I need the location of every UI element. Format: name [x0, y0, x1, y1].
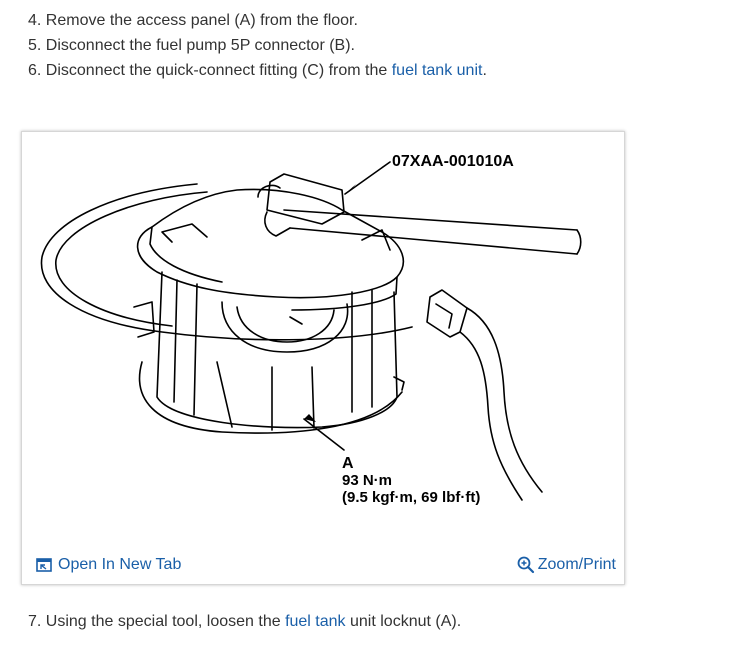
- step-text-end: .: [482, 62, 487, 79]
- tool-leader-line: [344, 161, 391, 195]
- step-6: 6. Disconnect the quick-connect fitting …: [28, 58, 487, 83]
- torque-value-alt: (9.5 kgf·m, 69 lbf·ft): [342, 489, 480, 506]
- callout-leader-line: [303, 418, 345, 451]
- fuel-connector: [426, 289, 468, 338]
- step-number: 5.: [28, 37, 42, 54]
- pump-body: [156, 271, 398, 429]
- open-tab-label: Open In New Tab: [58, 556, 182, 573]
- special-tool-handle: [283, 209, 578, 231]
- locknut-tab-right: [361, 229, 391, 251]
- tank-ring: [138, 361, 403, 434]
- zoom-magnifier-icon: [517, 556, 534, 574]
- zoom-print-link[interactable]: Zoom/Print: [517, 556, 616, 574]
- instruction-steps: 4. Remove the access panel (A) from the …: [28, 8, 487, 83]
- step-text: Disconnect the quick-connect fitting (C)…: [45, 62, 392, 79]
- locknut-plate: [136, 188, 405, 299]
- open-tab-icon: [36, 558, 52, 572]
- fuel-tank-locknut-diagram: 07XAA-001010A A 93 N·m (9.5 kgf·m, 69 lb…: [40, 153, 582, 506]
- step-text: Using the special tool, loosen the: [45, 613, 286, 630]
- step-number: 4.: [28, 12, 42, 29]
- step-number: 6.: [28, 62, 42, 79]
- zoom-print-label: Zoom/Print: [537, 556, 616, 573]
- callout-letter-a: A: [342, 455, 354, 472]
- step-text: Remove the access panel (A) from the flo…: [45, 12, 358, 29]
- floor-opening-outline-inner: [55, 191, 208, 327]
- open-in-new-tab-link[interactable]: Open In New Tab: [36, 556, 181, 574]
- tool-code-label: 07XAA-001010A: [392, 153, 514, 170]
- special-tool-head: [266, 173, 345, 225]
- step-text: Disconnect the fuel pump 5P connector (B…: [45, 37, 355, 54]
- figure-container: 07XAA-001010A A 93 N·m (9.5 kgf·m, 69 lb…: [21, 131, 625, 585]
- step-5: 5. Disconnect the fuel pump 5P connector…: [28, 33, 487, 58]
- torque-value-nm: 93 N·m: [342, 472, 392, 489]
- floor-opening-outline: [40, 183, 413, 341]
- step-4: 4. Remove the access panel (A) from the …: [28, 8, 487, 33]
- inner-ring: [221, 301, 349, 353]
- fuel-tank-link[interactable]: fuel tank: [285, 613, 346, 630]
- figure-footer: Open In New Tab Zoom/Print: [22, 552, 624, 580]
- locknut-tab-left: [161, 223, 208, 243]
- step-number: 7.: [28, 613, 42, 630]
- step-text-end: unit locknut (A).: [345, 613, 462, 630]
- step-7: 7. Using the special tool, loosen the fu…: [28, 609, 461, 634]
- fuel-tank-unit-link[interactable]: fuel tank unit: [391, 62, 483, 79]
